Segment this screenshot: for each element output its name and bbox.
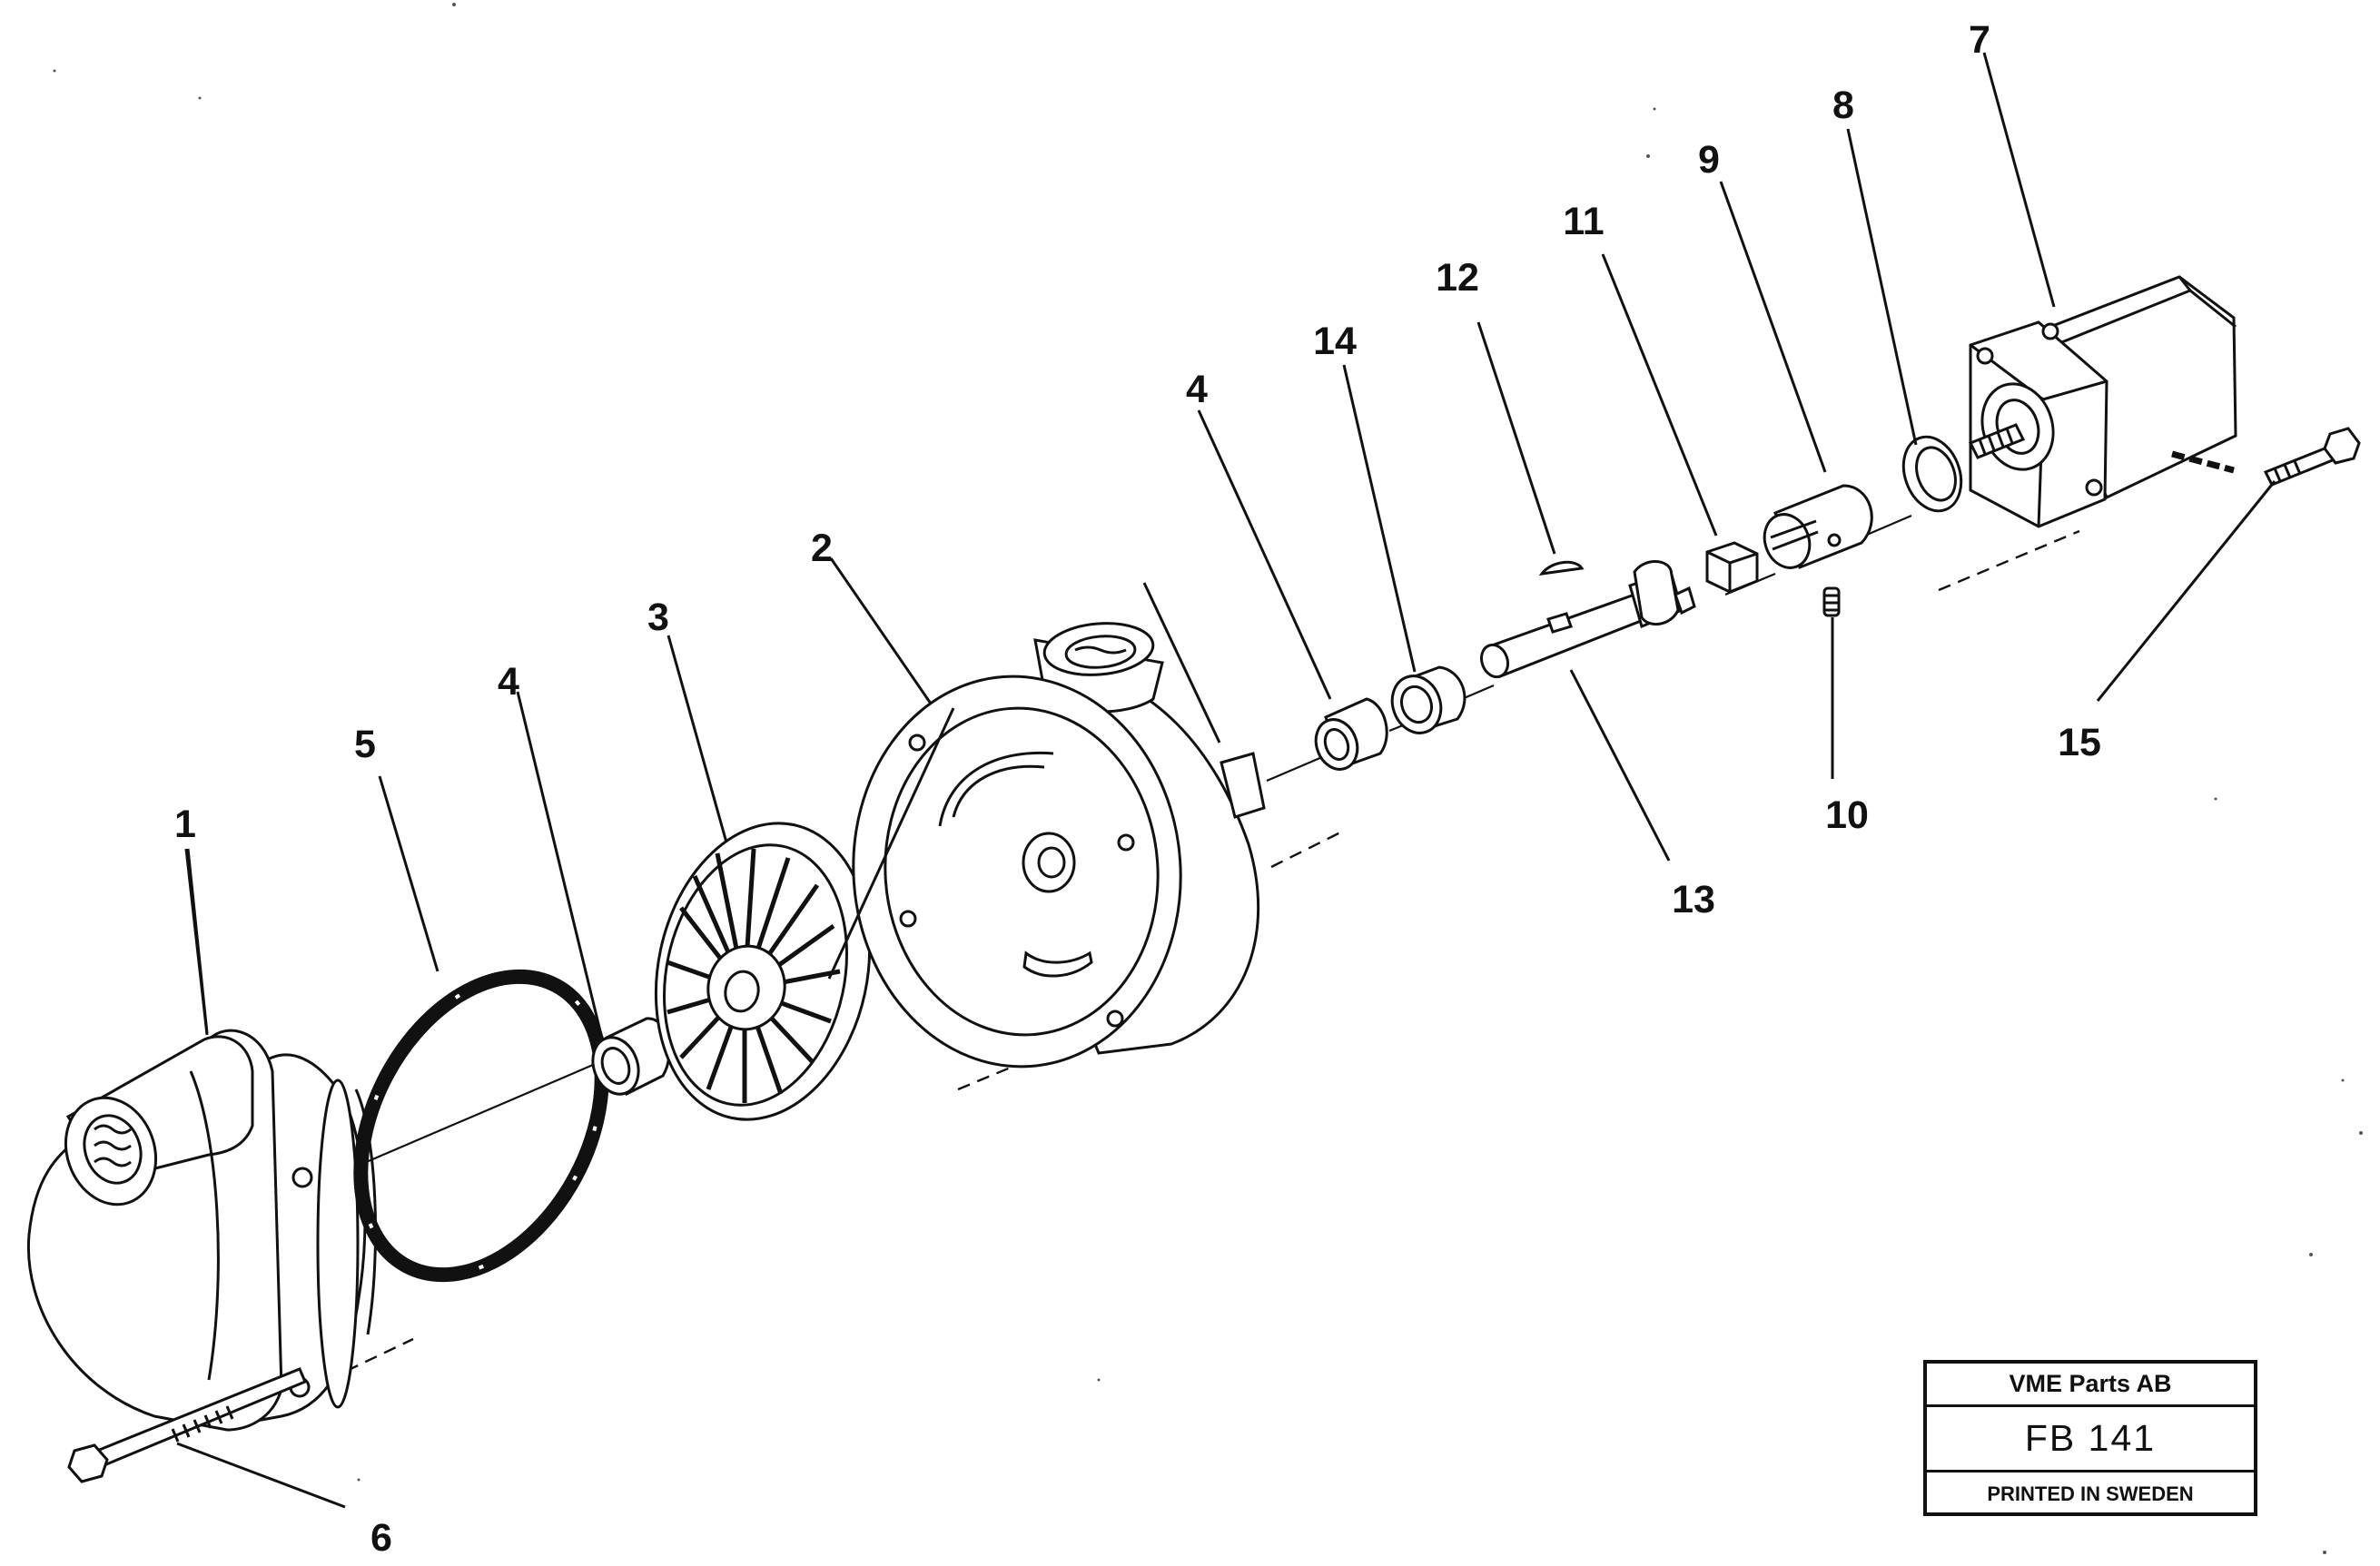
block-part-11	[1705, 541, 1759, 594]
key-part-12	[1538, 560, 1585, 576]
callout-3: 3	[647, 596, 669, 639]
pump-housing-part-2	[852, 622, 1266, 1069]
pump-cover-part-1	[26, 1029, 377, 1432]
title-block: VME Parts AB FB 141 PRINTED IN SWEDEN	[1923, 1360, 2257, 1516]
callout-13: 13	[1672, 878, 1715, 921]
motor-part-7	[1968, 275, 2237, 528]
callout-4-left: 4	[498, 660, 519, 704]
callout-12: 12	[1436, 256, 1479, 300]
title-block-printed: PRINTED IN SWEDEN	[1987, 1482, 2194, 1505]
callout-15: 15	[2058, 721, 2101, 764]
coupling-part-9	[1763, 484, 1873, 569]
callout-2: 2	[811, 527, 833, 570]
callout-6: 6	[370, 1516, 392, 1560]
callout-9: 9	[1698, 138, 1720, 182]
bushing-part-4-right	[1314, 697, 1388, 771]
bushing-part-4-left	[591, 1017, 671, 1097]
callout-5: 5	[354, 723, 376, 766]
title-block-code: FB 141	[1927, 1407, 2254, 1472]
impeller-part-3	[654, 822, 872, 1121]
bearing-part-14	[1390, 665, 1467, 734]
scan-specks	[53, 3, 2363, 1554]
callouts: 1 2 3 4 4 5 6 7 8 9 10 11 12 13 14 15	[174, 18, 2276, 1560]
callout-4-right: 4	[1186, 368, 1208, 411]
bolt-part-15	[2263, 427, 2361, 487]
callout-11: 11	[1563, 200, 1604, 243]
callout-7: 7	[1969, 18, 1990, 62]
set-screw-part-10	[1822, 586, 1841, 617]
title-block-company: VME Parts AB	[1927, 1364, 2254, 1407]
callout-1: 1	[174, 803, 196, 846]
o-ring-part-5	[353, 969, 609, 1283]
seal-part-8	[1901, 435, 1963, 513]
shaft-part-13	[1479, 560, 1696, 679]
callout-10: 10	[1825, 793, 1869, 837]
bolt-part-6	[67, 1367, 307, 1483]
callout-8: 8	[1832, 84, 1854, 127]
callout-14: 14	[1313, 320, 1357, 363]
